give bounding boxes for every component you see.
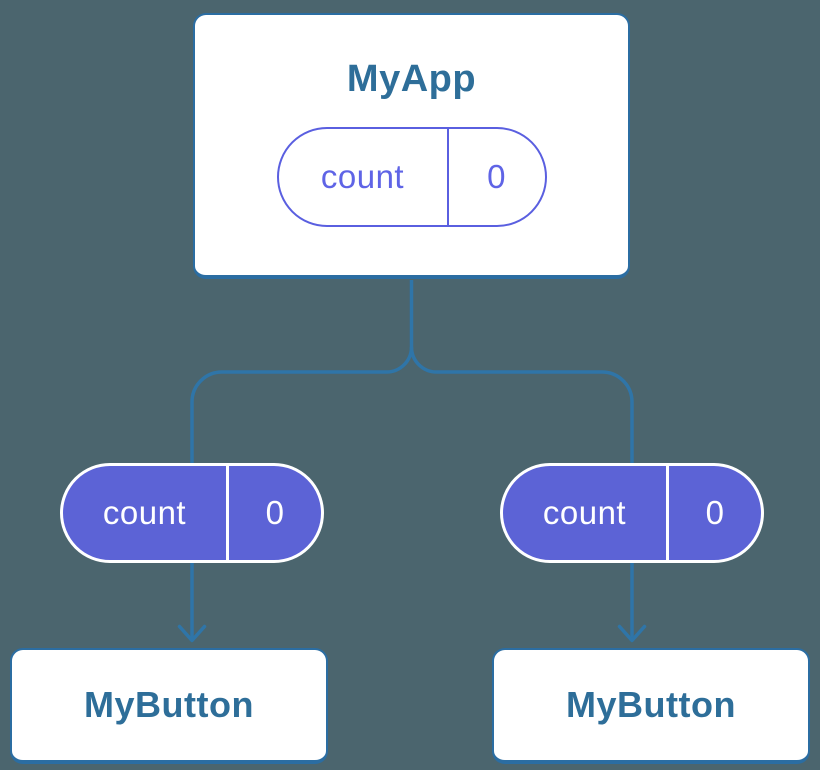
- arrow-down-icon: [177, 624, 207, 643]
- branch-left-line: [190, 280, 414, 640]
- component-title: MyButton: [566, 684, 736, 725]
- arrow-down-icon: [617, 624, 647, 643]
- component-node-mybutton-left: MyButton: [10, 648, 328, 764]
- component-title: MyApp: [346, 58, 477, 100]
- component-node-myapp: MyApp count 0: [193, 13, 630, 279]
- prop-pill-label: count: [542, 494, 627, 531]
- branch-right-line: [409, 346, 634, 640]
- prop-pill-value: 0: [226, 466, 321, 560]
- prop-pill-left: count 0: [60, 463, 324, 563]
- component-title: MyButton: [84, 684, 254, 725]
- state-pill-value: 0: [446, 128, 545, 225]
- prop-pill-label: count: [102, 494, 187, 531]
- component-node-mybutton-right: MyButton: [492, 648, 810, 764]
- prop-pill-value: 0: [666, 466, 761, 560]
- prop-pill-right: count 0: [500, 463, 764, 563]
- state-pill-label: count: [320, 157, 405, 195]
- state-pill: count 0: [276, 126, 547, 227]
